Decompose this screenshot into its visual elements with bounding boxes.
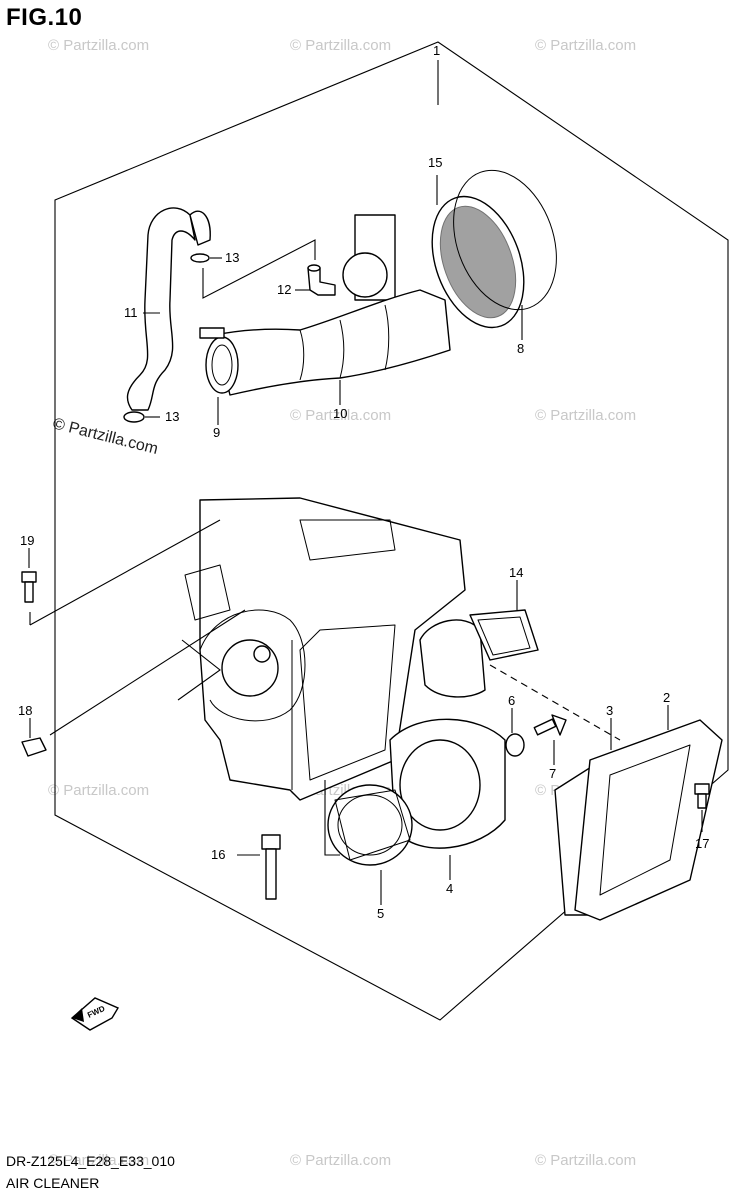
guide-18 [49,609,246,736]
air-filter-4[interactable] [389,718,506,849]
clamp-13-top[interactable] [190,253,210,263]
clamp-9[interactable] [199,327,239,394]
guide-19 [29,519,221,626]
filter-frame-5[interactable] [327,784,413,866]
figure-title: FIG.10 [6,4,83,31]
hose-11[interactable] [126,207,211,411]
bolt-19[interactable] [21,571,37,603]
fwd-arrow-icon: FWD [70,997,120,1031]
callout-12: 12 [277,282,291,297]
callout-6: 6 [508,693,515,708]
callout-7: 7 [549,766,556,781]
clamp-13-bottom[interactable] [123,411,145,423]
callout-14: 14 [509,565,523,580]
callout-19: 19 [20,533,34,548]
watermark: © Partzilla.com [290,407,391,424]
bracket-5 [324,780,340,856]
guide-arrow [177,639,221,701]
filter-element-15[interactable] [354,156,575,340]
callout-8: 8 [517,341,524,356]
watermark: © Partzilla.com [48,37,149,54]
bolt-17[interactable] [694,783,710,809]
intake-pipe-10[interactable] [214,252,451,396]
nut-18[interactable] [21,737,47,757]
assembly-boundary [54,41,729,1021]
bracket-lines [202,239,316,299]
callout-15: 15 [428,155,442,170]
callout-5: 5 [377,906,384,921]
callout-17: 17 [695,836,709,851]
callouts: 1 2 3 4 5 6 7 8 9 10 11 12 13 13 14 15 1… [18,43,709,921]
watermark: © Partzilla.com [290,37,391,54]
callout-13-bottom: 13 [165,409,179,424]
callout-1: 1 [433,43,440,58]
model-code: DR-Z125L4_E28_E33_010 [6,1153,175,1169]
watermark: © Partzilla.com [48,1152,149,1169]
assembly-name: AIR CLEANER [6,1175,100,1191]
watermark: © Partzilla.com [535,1152,636,1169]
watermark: © Partzilla.com [48,782,149,799]
alignment-line [489,664,621,741]
callout-16: 16 [211,847,225,862]
watermark-highlight: © Partzilla.com [51,415,160,458]
screw-7[interactable] [533,714,567,736]
cover-2[interactable] [574,719,723,921]
drain-plug-16[interactable] [261,834,281,900]
seal-6[interactable] [505,733,525,757]
callout-2: 2 [663,690,670,705]
watermark: © Partzilla.com [290,1152,391,1169]
callout-18: 18 [18,703,32,718]
watermark: © Partzilla.com [535,407,636,424]
joint-12[interactable] [307,264,336,296]
callout-9: 9 [213,425,220,440]
callout-10: 10 [333,406,347,421]
air-cleaner-case[interactable] [184,497,466,801]
callout-4: 4 [446,881,453,896]
duct-14[interactable] [419,609,539,698]
callout-3: 3 [606,703,613,718]
watermark: © Partzilla.com [535,37,636,54]
callout-11: 11 [124,305,138,320]
callout-13-top: 13 [225,250,239,265]
